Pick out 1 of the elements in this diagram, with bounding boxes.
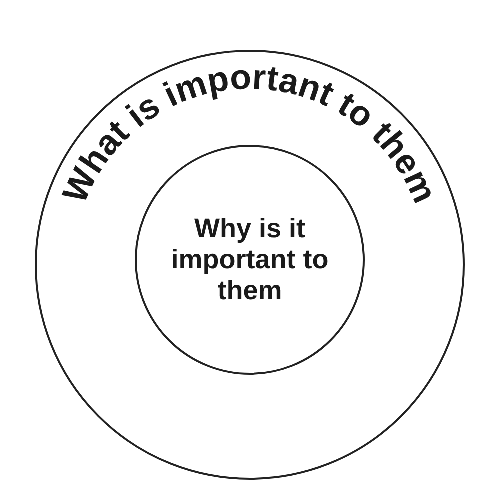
circle-text: Why is it important to them <box>170 213 330 307</box>
